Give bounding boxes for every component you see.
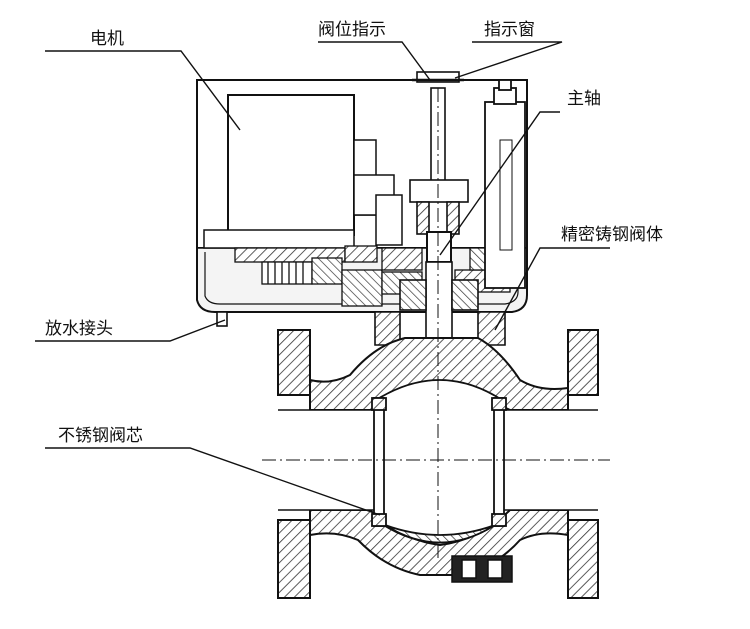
limit-column [484, 79, 526, 289]
label-precision-cast-steel-body: 精密铸钢阀体 [561, 225, 663, 245]
label-valve-position-indicator: 阀位指示 [318, 20, 386, 40]
label-motor: 电机 [90, 29, 124, 49]
label-indicator-window: 指示窗 [484, 20, 535, 40]
label-stainless-steel-ball: 不锈钢阀芯 [58, 426, 143, 446]
label-main-shaft: 主轴 [567, 89, 601, 109]
center-lines [262, 88, 610, 560]
drain-bolt [451, 555, 513, 583]
leader-lines [35, 41, 610, 516]
label-drain-fitting: 放水接头 [45, 319, 113, 339]
motor-block [203, 94, 403, 249]
ball-core [371, 379, 507, 544]
